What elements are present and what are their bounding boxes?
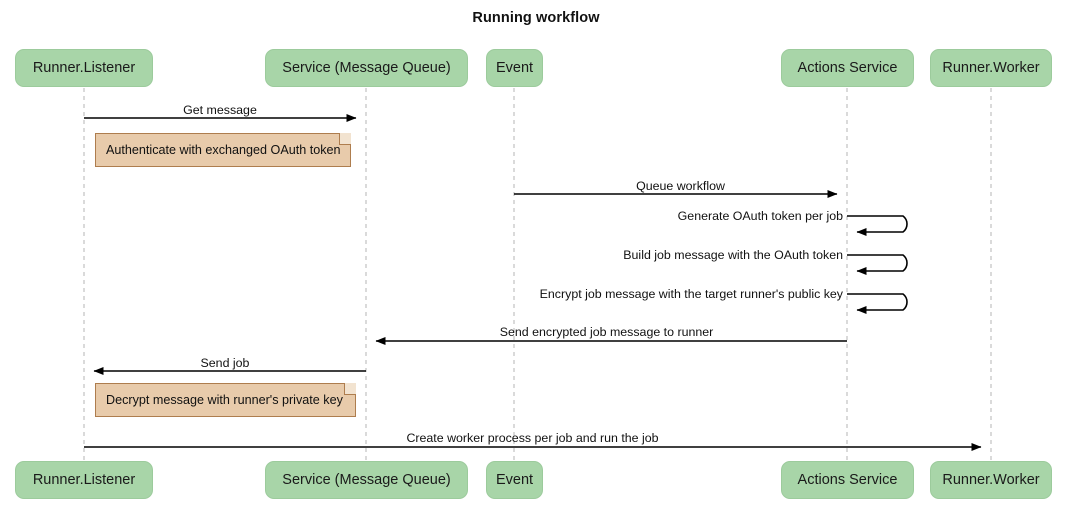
- participant-service-message-queue-bottom[interactable]: Service (Message Queue): [265, 461, 468, 499]
- participant-label: Runner.Listener: [32, 60, 136, 76]
- note-fold-icon: [339, 133, 351, 145]
- message-label-send-encrypted-job-message: Send encrypted job message to runner: [499, 325, 714, 339]
- participant-label: Service (Message Queue): [282, 472, 451, 488]
- note-label: Authenticate with exchanged OAuth token: [106, 143, 341, 157]
- message-arrows: [84, 114, 982, 451]
- page-title: Running workflow: [472, 10, 600, 26]
- participant-label: Runner.Listener: [32, 472, 136, 488]
- participant-runner-worker-top[interactable]: Runner.Worker: [930, 49, 1052, 87]
- participant-actions-service-bottom[interactable]: Actions Service: [781, 461, 914, 499]
- message-label-queue-workflow: Queue workflow: [636, 179, 725, 193]
- note-fold-icon: [344, 383, 356, 395]
- message-label-create-worker-process: Create worker process per job and run th…: [406, 431, 659, 445]
- lifelines: [83, 88, 992, 461]
- participant-runner-listener-bottom[interactable]: Runner.Listener: [15, 461, 153, 499]
- participant-label: Actions Service: [797, 60, 898, 76]
- participant-label: Event: [495, 60, 534, 76]
- message-label-get-message: Get message: [183, 103, 257, 117]
- message-label-build-job-message: Build job message with the OAuth token: [623, 248, 843, 262]
- message-label-encrypt-job-message: Encrypt job message with the target runn…: [539, 287, 843, 301]
- note-authenticate: Authenticate with exchanged OAuth token: [95, 133, 351, 167]
- participant-actions-service-top[interactable]: Actions Service: [781, 49, 914, 87]
- participant-label: Event: [495, 472, 534, 488]
- arrow-encrypt-job-message: [847, 293, 908, 314]
- participant-label: Service (Message Queue): [282, 60, 451, 76]
- arrow-build-job-message: [847, 254, 908, 275]
- participant-service-message-queue-top[interactable]: Service (Message Queue): [265, 49, 468, 87]
- note-decrypt: Decrypt message with runner's private ke…: [95, 383, 356, 417]
- participant-label: Actions Service: [797, 472, 898, 488]
- participant-event-bottom[interactable]: Event: [486, 461, 543, 499]
- participant-event-top[interactable]: Event: [486, 49, 543, 87]
- participant-label: Runner.Worker: [942, 472, 1040, 488]
- participant-runner-worker-bottom[interactable]: Runner.Worker: [930, 461, 1052, 499]
- message-label-send-job: Send job: [200, 356, 250, 370]
- arrow-generate-oauth-token-per-job: [847, 215, 908, 236]
- participant-runner-listener-top[interactable]: Runner.Listener: [15, 49, 153, 87]
- message-label-generate-oauth-token-per-job: Generate OAuth token per job: [677, 209, 843, 223]
- note-label: Decrypt message with runner's private ke…: [106, 393, 343, 407]
- participant-label: Runner.Worker: [942, 60, 1040, 76]
